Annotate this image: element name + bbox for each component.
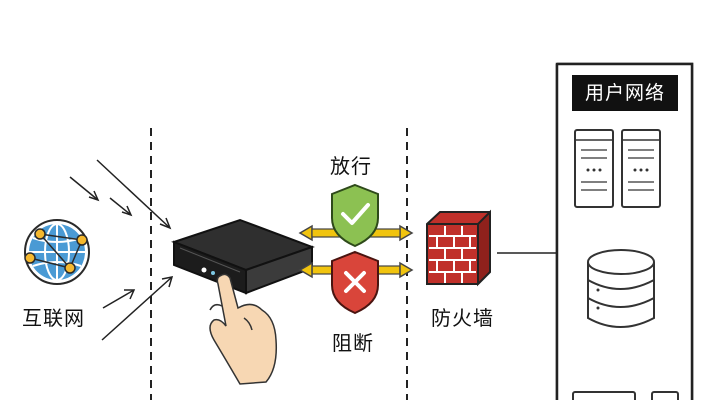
block-label: 阻断 xyxy=(332,331,374,355)
user-network-panel xyxy=(555,62,694,400)
pointing-hand-icon xyxy=(209,273,278,385)
pass-label: 放行 xyxy=(330,154,372,178)
firewall-label: 防火墙 xyxy=(431,306,494,330)
database-icon xyxy=(587,249,655,328)
network-device-icon xyxy=(171,218,315,295)
server-tower-icon xyxy=(574,129,661,208)
internet-label: 互联网 xyxy=(22,306,85,330)
brick-wall-icon xyxy=(426,209,491,287)
partial-device-icon xyxy=(572,391,679,400)
check-shield-icon xyxy=(298,183,414,248)
cross-shield-icon xyxy=(298,250,414,315)
user-network-title: 用户网络 xyxy=(572,75,678,111)
outbound-arrow xyxy=(497,247,568,259)
globe-icon xyxy=(24,219,90,285)
incoming-traffic-arrows xyxy=(69,159,174,341)
